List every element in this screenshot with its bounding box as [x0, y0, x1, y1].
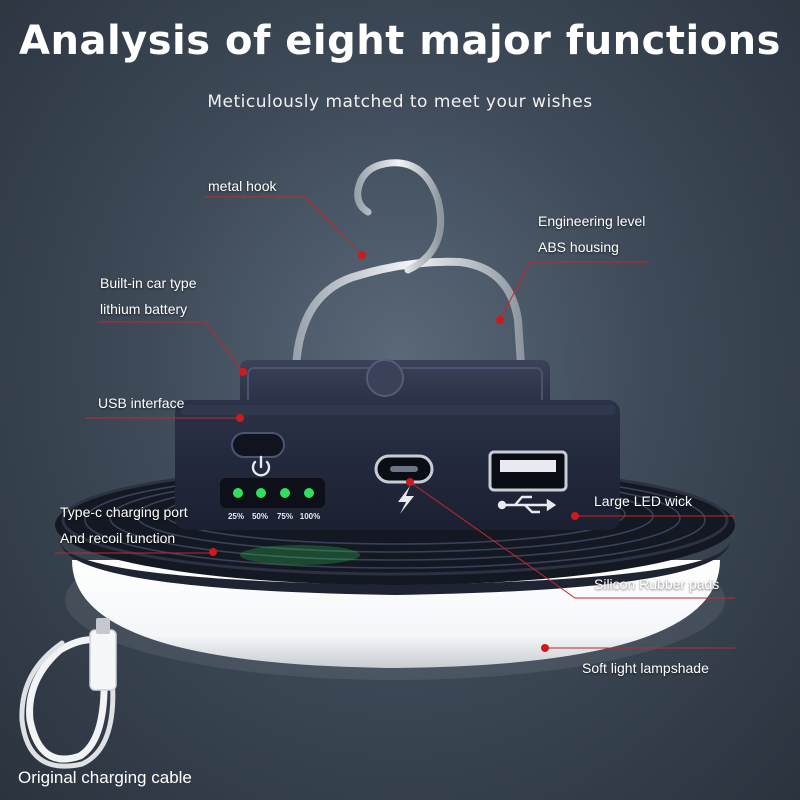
svg-text:25%: 25%	[228, 512, 244, 521]
svg-text:100%: 100%	[300, 512, 320, 521]
handle-wire	[292, 257, 526, 384]
callout-battery-line1: Built-in car type	[100, 275, 197, 291]
usb-icon	[497, 495, 557, 514]
charging-cable	[19, 618, 117, 769]
callout-metal-hook: metal hook	[208, 178, 277, 194]
battery-indicator-panel	[220, 478, 325, 508]
power-icon	[251, 455, 271, 477]
page-subtitle: Meticulously matched to meet your wishes	[207, 92, 593, 112]
callout-usb: USB interface	[98, 395, 185, 411]
callout-lines	[55, 196, 735, 649]
svg-text:50%: 50%	[252, 512, 268, 521]
battery-level-labels: 25% 50% 75% 100%	[228, 512, 320, 521]
page-title: Analysis of eight major functions	[19, 18, 781, 64]
callout-battery-line2: lithium battery	[100, 301, 188, 317]
callout-charging-cable: Original charging cable	[18, 768, 192, 787]
power-button	[231, 432, 285, 458]
callout-lampshade: Soft light lampshade	[582, 660, 709, 676]
callout-led-wick: Large LED wick	[594, 493, 693, 509]
svg-text:75%: 75%	[277, 512, 293, 521]
callout-silicon-pads: Silicon Rubber pads	[594, 576, 720, 592]
callout-abs-line1: Engineering level	[538, 213, 646, 229]
metal-hook	[354, 159, 445, 274]
callout-abs-line2: ABS housing	[538, 239, 619, 255]
callout-typec-line1: Type-c charging port	[60, 504, 188, 520]
callout-typec-line2: And recoil function	[60, 530, 176, 546]
lightning-icon	[398, 486, 414, 514]
callout-dots	[209, 251, 579, 652]
battery-leds	[233, 488, 314, 498]
